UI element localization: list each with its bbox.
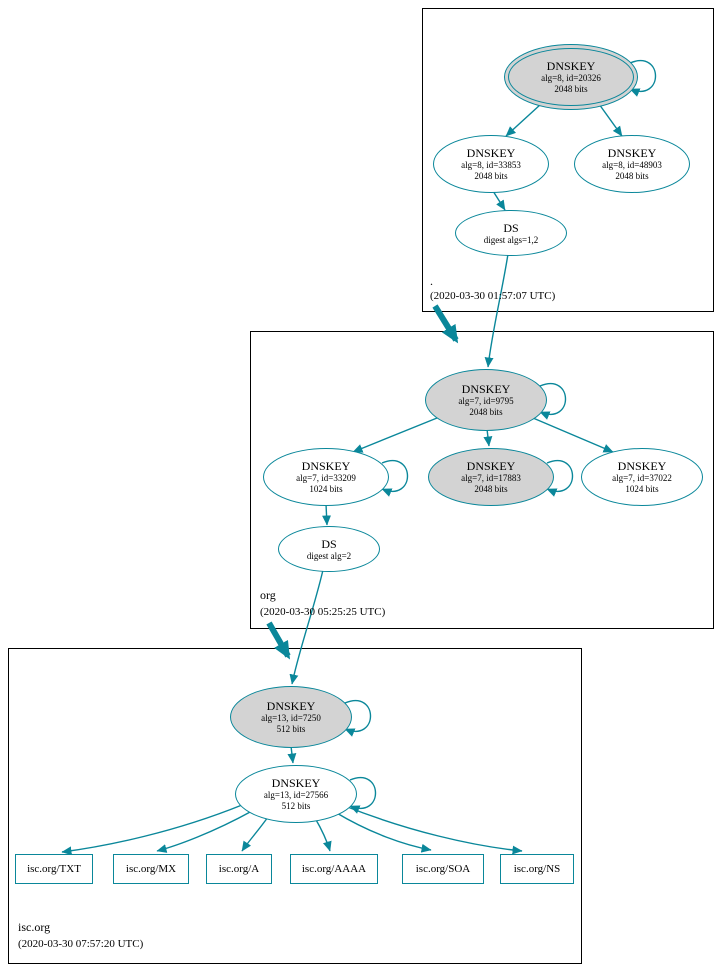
node-detail: 512 bits (276, 724, 306, 735)
isc-zsk-dnskey-node: DNSKEY alg=13, id=27566 512 bits (235, 765, 357, 823)
root-zsk1-dnskey-node: DNSKEY alg=8, id=33853 2048 bits (433, 135, 549, 193)
node-detail: 2048 bits (469, 407, 503, 418)
isc-ksk-self-sign-arrow (344, 700, 372, 737)
org-key2-self-sign-arrow (381, 460, 409, 497)
node-detail: alg=13, id=7250 (261, 713, 321, 724)
node-detail: digest alg=2 (306, 550, 352, 561)
rrset-isc-org-txt: isc.org/TXT (15, 854, 93, 884)
org-key4-dnskey-node: DNSKEY alg=7, id=37022 1024 bits (581, 448, 703, 506)
node-title: DNSKEY (617, 459, 667, 474)
org-ksk-self-sign-arrow (539, 383, 567, 420)
node-title: DNSKEY (461, 382, 511, 397)
root-ksk-signs-zsk1-arrow (505, 103, 542, 137)
isc-zsk-signs-mx-arrow (156, 810, 253, 853)
root-zsk2-dnskey-node: DNSKEY alg=8, id=48903 2048 bits (574, 135, 690, 193)
node-title: DS (321, 536, 337, 551)
node-detail: 512 bits (281, 801, 311, 812)
rrset-isc-org-soa: isc.org/SOA (402, 854, 484, 884)
node-detail: alg=7, id=33209 (296, 473, 356, 484)
node-title: DS (503, 220, 519, 235)
node-title: DNSKEY (546, 59, 596, 74)
node-detail: 1024 bits (625, 484, 659, 495)
node-detail: alg=8, id=33853 (461, 160, 521, 171)
node-title: DNSKEY (266, 699, 316, 714)
root-ds-to-org-ksk-arrow (484, 253, 509, 368)
isc-ksk-signs-zsk-arrow (287, 745, 297, 764)
org-ksk-signs-key2-arrow (352, 417, 438, 453)
org-ksk-signs-key3-arrow (483, 428, 493, 447)
isc-zsk-signs-a-arrow (241, 816, 269, 852)
org-key3-dnskey-node: DNSKEY alg=7, id=17883 2048 bits (428, 448, 554, 506)
node-detail: 2048 bits (474, 484, 508, 495)
org-zone-edges (266, 383, 614, 685)
node-detail: alg=8, id=48903 (602, 160, 662, 171)
node-title: DNSKEY (607, 146, 657, 161)
org-key2-dnskey-node: DNSKEY alg=7, id=33209 1024 bits (263, 448, 389, 506)
root-ksk-signs-zsk2-arrow (598, 103, 623, 137)
org-ksk-dnskey-node: DNSKEY alg=7, id=9795 2048 bits (425, 369, 547, 431)
isc-ksk-dnskey-node: DNSKEY alg=13, id=7250 512 bits (230, 686, 352, 748)
root-zone-box (422, 8, 714, 312)
rrset-isc-org-mx: isc.org/MX (113, 854, 189, 884)
root-zsk1-to-ds-arrow (492, 190, 506, 211)
node-title: DNSKEY (466, 146, 516, 161)
rrset-isc-org-a: isc.org/A (206, 854, 272, 884)
org-ksk-signs-key4-arrow (532, 417, 614, 453)
root-zone-timestamp: (2020-03-30 01:57:07 UTC) (430, 290, 556, 302)
node-detail: 2048 bits (554, 84, 588, 95)
isc-org-zone-box (8, 648, 582, 964)
org-key2-to-ds-arrow (322, 503, 332, 526)
root-zone-name: . (430, 274, 433, 288)
rrset-isc-org-aaaa: isc.org/AAAA (290, 854, 378, 884)
root-ksk-dnskey-node: DNSKEY alg=8, id=20326 2048 bits (504, 44, 638, 110)
root-ksk-self-sign-arrow (629, 60, 657, 97)
isc-zsk-signs-aaaa-arrow (314, 817, 332, 852)
isc-zsk-signs-ns-arrow (344, 805, 523, 855)
org-zone-box (250, 331, 714, 629)
org-to-isc-delegation-arrow (266, 621, 291, 660)
rrset-isc-org-ns: isc.org/NS (500, 854, 574, 884)
isc-org-zone-edges (61, 700, 523, 856)
node-detail: digest algs=1,2 (483, 234, 539, 245)
node-detail: alg=8, id=20326 (541, 73, 601, 84)
node-detail: 2048 bits (474, 171, 508, 182)
node-title: DNSKEY (271, 776, 321, 791)
node-detail: alg=7, id=37022 (612, 473, 672, 484)
node-detail: alg=13, id=27566 (263, 790, 329, 801)
isc-zone-timestamp: (2020-03-30 07:57:20 UTC) (18, 938, 144, 950)
org-ds-node: DS digest alg=2 (278, 526, 380, 572)
isc-zone-name: isc.org (18, 920, 51, 934)
node-detail: alg=7, id=9795 (458, 396, 514, 407)
root-ds-node: DS digest algs=1,2 (455, 210, 567, 256)
org-key3-self-sign-arrow (546, 460, 574, 497)
node-detail: 1024 bits (309, 484, 343, 495)
isc-zsk-signs-soa-arrow (334, 811, 432, 853)
isc-zsk-signs-txt-arrow (61, 804, 243, 856)
org-zone-timestamp: (2020-03-30 05:25:25 UTC) (260, 606, 386, 618)
root-zone-edges (432, 60, 657, 368)
isc-zsk-self-sign-arrow (349, 777, 377, 814)
root-to-org-delegation-arrow (432, 304, 459, 344)
node-detail: 2048 bits (615, 171, 649, 182)
node-detail: alg=7, id=17883 (461, 473, 521, 484)
org-ds-to-isc-ksk-arrow (289, 569, 324, 685)
node-title: DNSKEY (466, 459, 516, 474)
node-title: DNSKEY (301, 459, 351, 474)
org-zone-name: org (260, 588, 276, 602)
